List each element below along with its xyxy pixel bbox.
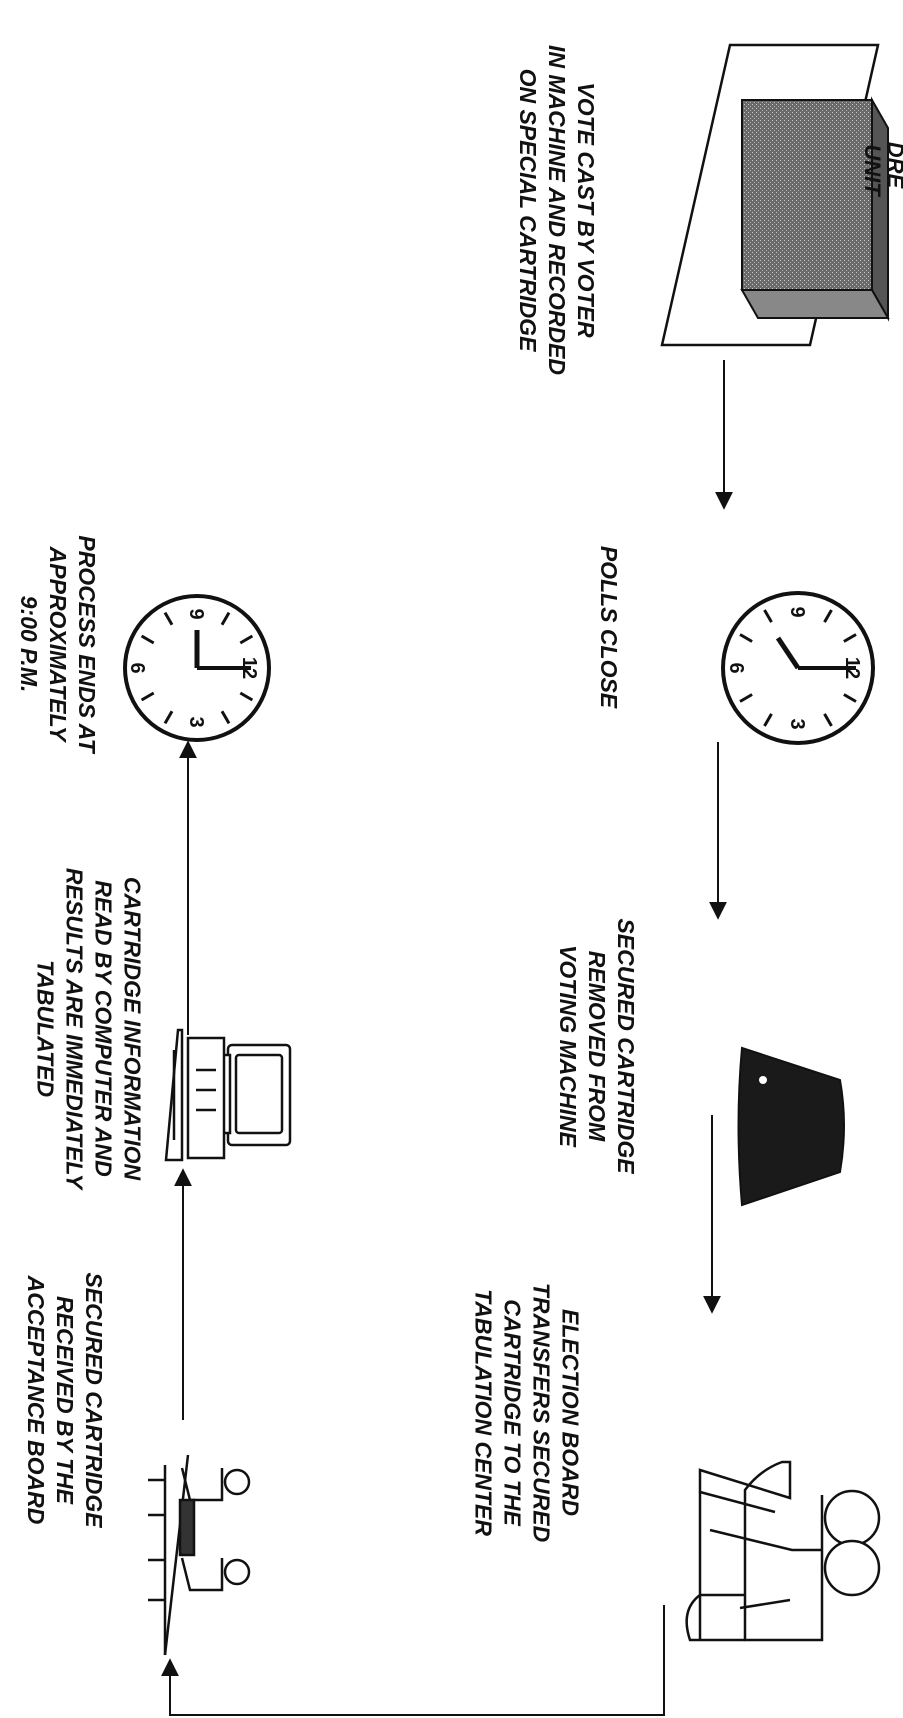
step-label-tabulated: CARTRIDGE INFORMATION READ BY COMPUTER A… (30, 859, 147, 1199)
clock-tick-mark (763, 713, 773, 727)
label-line: SECURED CARTRIDGE (81, 1272, 107, 1528)
computer-icon (164, 1028, 292, 1162)
label-line: CARTRIDGE INFORMATION (119, 876, 146, 1181)
clock-numeral-3: 3 (185, 716, 207, 727)
election-board-people-icon (685, 1460, 881, 1642)
cartridge-icon (737, 1046, 845, 1207)
clock-tick-mark (140, 691, 155, 702)
clock-tick-mark (823, 713, 833, 727)
step-label-transfer: ELECTION BOARD TRANSFERS SECURED CARTRID… (468, 1243, 585, 1583)
clock-tick-mark (823, 609, 833, 623)
arrow-board-to-acceptance (161, 1605, 665, 1716)
clock-tick-mark (220, 710, 231, 725)
clock-numeral-6: 6 (126, 662, 148, 673)
label-line: 9:00 P.M. (16, 595, 42, 693)
clock-tick-mark (239, 691, 254, 702)
label-line: REMOVED FROM (584, 950, 610, 1142)
label-line: ACCEPTANCE BOARD (23, 1275, 49, 1525)
machine-label-line-1: DRE (883, 142, 903, 190)
step-label-received: SECURED CARTRIDGE RECEIVED BY THE ACCEPT… (20, 1230, 108, 1570)
label-line: TRANSFERS SECURED (528, 1282, 555, 1543)
step-label-process-ends: PROCESS ENDS AT APPROXIMATELY 9:00 P.M. (13, 474, 101, 814)
label-line: RECEIVED BY THE (52, 1296, 78, 1504)
clock-numeral-9: 9 (786, 606, 808, 617)
step-label-vote: VOTE CAST BY VOTER IN MACHINE AND RECORD… (512, 40, 600, 380)
label-line: RESULTS ARE IMMEDIATELY (61, 867, 88, 1190)
clock-tick-mark (763, 609, 773, 623)
label-line: CARTRIDGE TO THE (499, 1299, 526, 1526)
clock-tick-mark (843, 633, 857, 643)
machine-label-line-2: UNIT (860, 144, 885, 197)
clock-tick-mark (220, 611, 231, 626)
clock-tick-mark (739, 693, 753, 703)
acceptance-board-desk-icon (148, 1454, 251, 1656)
clock-tick-mark (163, 710, 174, 725)
label-line: VOTE CAST BY VOTER (573, 82, 599, 338)
clock-tick-mark (140, 634, 155, 645)
clock-icon: 12 3 6 9 (123, 594, 271, 742)
clock-numeral-9: 9 (185, 608, 207, 619)
step-label-cartridge-removed: SECURED CARTRIDGE REMOVED FROM VOTING MA… (552, 876, 640, 1216)
label-line: ELECTION BOARD (557, 1309, 584, 1516)
clock-numeral-3: 3 (786, 718, 808, 729)
label-line: POLLS CLOSE (596, 545, 622, 709)
clock-tick-mark (239, 634, 254, 645)
clock-numeral-6: 6 (725, 662, 747, 673)
clock-icon: 12 3 6 9 (721, 591, 875, 745)
label-line: TABULATED (32, 959, 59, 1098)
label-line: ON SPECIAL CARTRIDGE (515, 68, 541, 352)
voting-machine-icon: DRE UNIT (660, 43, 903, 347)
label-line: IN MACHINE AND RECORDED (544, 44, 570, 376)
clock-tick-mark (163, 611, 174, 626)
label-line: PROCESS ENDS AT (74, 535, 100, 753)
clock-tick-mark (843, 693, 857, 703)
label-line: READ BY COMPUTER AND (90, 880, 117, 1177)
step-label-polls-close: POLLS CLOSE (593, 457, 623, 797)
clock-tick-mark (739, 633, 753, 643)
label-line: SECURED CARTRIDGE (613, 918, 639, 1174)
label-line: VOTING MACHINE (555, 945, 581, 1147)
label-line: TABULATION CENTER (470, 1288, 497, 1536)
label-line: APPROXIMATELY (45, 546, 71, 742)
